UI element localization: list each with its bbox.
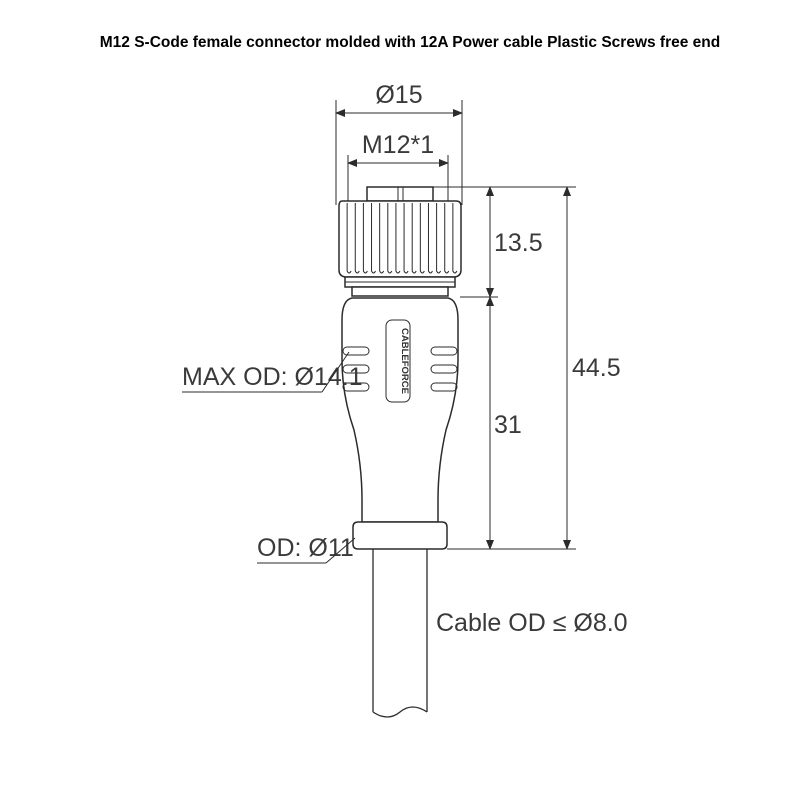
knurl-ridge [444, 203, 450, 274]
thread-label: M12*1 [362, 131, 434, 159]
diameter-dimension: Ø15 [335, 81, 463, 205]
knurl-ridge [387, 203, 393, 274]
molded-body: CABLEFORCE [341, 297, 459, 523]
total-height-dimension: 44.5 [563, 186, 621, 550]
cable-sleeve [352, 521, 448, 550]
sleeve-od-label: OD: Ø11 [257, 534, 354, 562]
coupling-nut [338, 186, 462, 297]
cable-od-callout: Cable OD ≤ Ø8.0 [436, 609, 628, 637]
body-height-dimension: 31 [447, 296, 576, 550]
knurl-ridge [436, 203, 442, 274]
knurl-ridge [452, 203, 458, 274]
knurl-ridge [427, 203, 433, 274]
knurl-ridge [419, 203, 425, 274]
page-title: M12 S-Code female connector molded with … [100, 34, 720, 51]
max-od-label: MAX OD: Ø14.1 [182, 363, 363, 391]
cable [372, 549, 428, 718]
nut-height-label: 13.5 [494, 229, 543, 257]
knurl-ridge [411, 203, 417, 274]
body-height-label: 31 [494, 411, 522, 439]
knurl-ridge [346, 203, 352, 274]
knurl-ridges [346, 203, 458, 274]
knurl-ridge [362, 203, 368, 274]
outer-diameter-label: Ø15 [375, 81, 422, 109]
cable-od-label: Cable OD ≤ Ø8.0 [436, 609, 628, 637]
knurl-ridge [379, 203, 385, 274]
knurl-ridge [395, 203, 401, 274]
total-height-label: 44.5 [572, 354, 621, 382]
knurl-ridge [354, 203, 360, 274]
max-od-callout: MAX OD: Ø14.1 [182, 351, 363, 393]
brand-logo: CABLEFORCE [399, 328, 410, 394]
knurl-ridge [403, 203, 409, 274]
thread-dimension: M12*1 [347, 131, 449, 205]
knurl-ridge [371, 203, 376, 274]
sleeve-od-callout: OD: Ø11 [257, 534, 356, 564]
nut-height-dimension: 13.5 [433, 186, 576, 298]
